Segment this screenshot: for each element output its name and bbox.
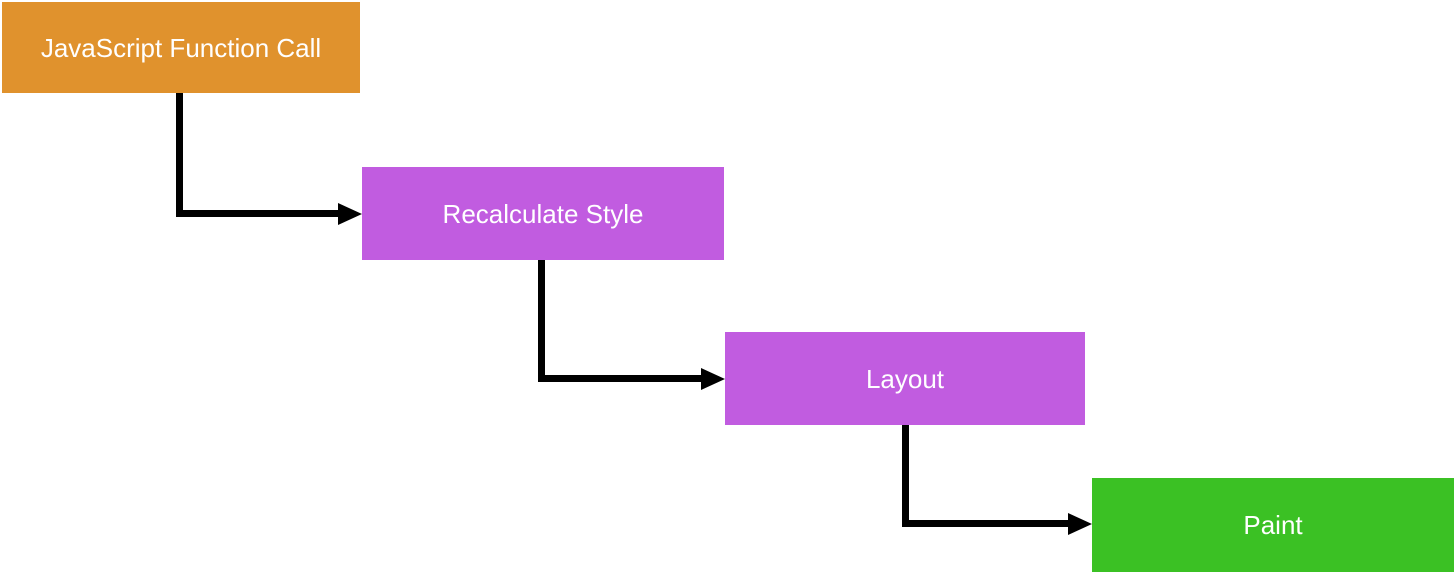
node-layout: Layout	[725, 332, 1085, 425]
node-paint: Paint	[1092, 478, 1454, 572]
node-layout-label: Layout	[865, 363, 945, 394]
arrow-horizontal-segment	[902, 520, 1068, 527]
arrow-horizontal-segment	[176, 210, 338, 217]
arrow-vertical-segment	[902, 425, 909, 527]
arrowhead-icon	[1068, 512, 1092, 535]
arrow-horizontal-segment	[538, 375, 701, 382]
arrow-vertical-segment	[176, 93, 183, 217]
node-paint-label: Paint	[1243, 510, 1303, 540]
node-recalculate-style-label: Recalculate Style	[442, 198, 644, 229]
node-javascript-function-call: JavaScript Function Call	[2, 2, 360, 93]
arrowhead-icon	[701, 367, 725, 390]
node-recalculate-style: Recalculate Style	[362, 167, 724, 260]
arrow-vertical-segment	[538, 260, 545, 382]
node-javascript-function-call-label: JavaScript Function Call	[40, 32, 322, 63]
arrowhead-icon	[338, 202, 362, 225]
